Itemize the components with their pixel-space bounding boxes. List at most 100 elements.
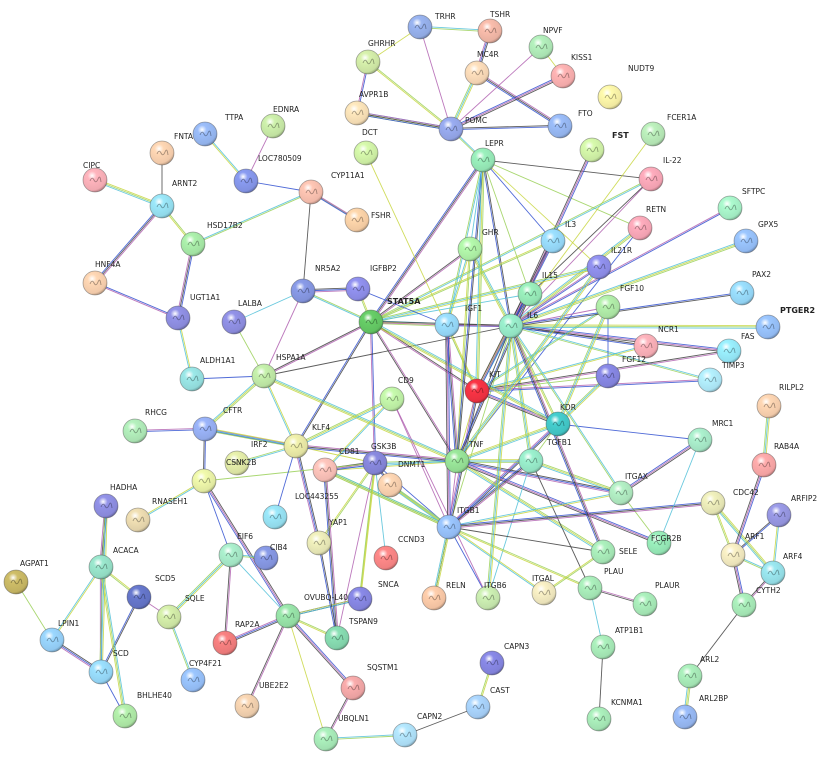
node-sphere[interactable] bbox=[577, 575, 603, 601]
node-sphere[interactable] bbox=[290, 278, 316, 304]
node-sphere[interactable] bbox=[191, 468, 217, 494]
node-cdc42[interactable]: CDC42 bbox=[700, 488, 759, 516]
node-retn[interactable]: RETN bbox=[627, 205, 666, 241]
node-fgf10[interactable]: FGF10 bbox=[595, 284, 644, 320]
node-sphere[interactable] bbox=[766, 502, 792, 528]
node-sphere[interactable] bbox=[717, 195, 743, 221]
node-sphere[interactable] bbox=[531, 580, 557, 606]
node-ube2e2[interactable]: UBE2E2 bbox=[234, 681, 289, 719]
node-lpin1[interactable]: LPIN1 bbox=[39, 619, 80, 653]
node-sphere[interactable] bbox=[687, 427, 713, 453]
node-sphere[interactable] bbox=[275, 603, 301, 629]
node-sphere[interactable] bbox=[498, 313, 524, 339]
node-sphere[interactable] bbox=[149, 140, 175, 166]
node-sphere[interactable] bbox=[82, 167, 108, 193]
node-cipc[interactable]: CIPC bbox=[82, 161, 108, 193]
node-acaca[interactable]: ACACA bbox=[88, 546, 139, 580]
node-sphere[interactable] bbox=[262, 504, 288, 530]
node-yap1[interactable]: YAP1 bbox=[306, 518, 348, 556]
node-loc443255[interactable]: LOC443255 bbox=[262, 492, 339, 530]
node-plaur[interactable]: PLAUR bbox=[632, 581, 680, 617]
node-plau[interactable]: PLAU bbox=[577, 567, 624, 601]
node-sphere[interactable] bbox=[755, 314, 781, 340]
node-lalba[interactable]: LALBA bbox=[221, 299, 263, 335]
node-snca[interactable]: SNCA bbox=[347, 580, 400, 612]
node-arf1[interactable]: ARF1 bbox=[720, 532, 765, 568]
node-sphere[interactable] bbox=[298, 179, 324, 205]
node-sphere[interactable] bbox=[251, 363, 277, 389]
node-sphere[interactable] bbox=[212, 630, 238, 656]
node-hnf4a[interactable]: HNF4A bbox=[82, 260, 121, 296]
node-cyp4f21[interactable]: CYP4F21 bbox=[180, 659, 222, 693]
node-sphere[interactable] bbox=[517, 281, 543, 307]
node-il3[interactable]: IL3 bbox=[540, 220, 576, 254]
node-sphere[interactable] bbox=[697, 367, 723, 393]
node-hadha[interactable]: HADHA bbox=[93, 483, 138, 519]
node-sphere[interactable] bbox=[464, 60, 490, 86]
node-sphere[interactable] bbox=[465, 694, 491, 720]
node-fshr[interactable]: FSHR bbox=[344, 207, 391, 233]
node-sphere[interactable] bbox=[355, 49, 381, 75]
node-sphere[interactable] bbox=[444, 448, 470, 474]
node-sphere[interactable] bbox=[39, 627, 65, 653]
node-il15[interactable]: IL15 bbox=[517, 271, 558, 307]
node-sphere[interactable] bbox=[179, 366, 205, 392]
node-sphere[interactable] bbox=[306, 530, 332, 556]
node-stat5a[interactable]: STAT5A bbox=[358, 297, 421, 335]
node-ednra[interactable]: EDNRA bbox=[260, 105, 300, 139]
node-sqle[interactable]: SQLE bbox=[156, 594, 205, 630]
node-tnf[interactable]: TNF bbox=[444, 440, 484, 474]
node-sphere[interactable] bbox=[733, 228, 759, 254]
node-cib4[interactable]: CIB4 bbox=[253, 543, 288, 571]
node-sphere[interactable] bbox=[751, 452, 777, 478]
node-sphere[interactable] bbox=[260, 113, 286, 139]
node-sphere[interactable] bbox=[632, 591, 658, 617]
node-sphere[interactable] bbox=[640, 121, 666, 147]
node-kit[interactable]: KIT bbox=[464, 370, 501, 404]
node-ghrhr[interactable]: GHRHR bbox=[355, 39, 396, 75]
node-igf1[interactable]: IGF1 bbox=[434, 304, 482, 338]
node-tspan9[interactable]: TSPAN9 bbox=[324, 617, 378, 651]
node-arl2[interactable]: ARL2 bbox=[677, 655, 720, 689]
node-sphere[interactable] bbox=[638, 166, 664, 192]
node-sphere[interactable] bbox=[125, 507, 151, 533]
node-arf4[interactable]: ARF4 bbox=[760, 552, 803, 586]
node-irf2[interactable]: IRF2 bbox=[224, 440, 268, 476]
node-mrc1[interactable]: MRC1 bbox=[687, 419, 734, 453]
node-sphere[interactable] bbox=[672, 704, 698, 730]
node-igfbp2[interactable]: IGFBP2 bbox=[345, 264, 397, 302]
node-lepr[interactable]: LEPR bbox=[470, 139, 504, 173]
node-il6[interactable]: IL6 bbox=[498, 311, 538, 339]
node-rilpl2[interactable]: RILPL2 bbox=[756, 383, 804, 419]
node-fas[interactable]: FAS bbox=[716, 332, 755, 364]
node-sphere[interactable] bbox=[340, 675, 366, 701]
node-avpr1b[interactable]: AVPR1B bbox=[344, 90, 388, 126]
node-dnmt1[interactable]: DNMT1 bbox=[377, 460, 425, 498]
node-ovubq-l40[interactable]: OVUBQ-L40 bbox=[275, 593, 348, 629]
node-agpat1[interactable]: AGPAT1 bbox=[3, 559, 49, 595]
node-sphere[interactable] bbox=[518, 448, 544, 474]
node-nudt9[interactable]: NUDT9 bbox=[597, 64, 654, 110]
node-eif6[interactable]: EIF6 bbox=[218, 532, 253, 568]
node-sphere[interactable] bbox=[149, 193, 175, 219]
node-sphere[interactable] bbox=[392, 722, 418, 748]
node-sphere[interactable] bbox=[344, 100, 370, 126]
node-kiss1[interactable]: KISS1 bbox=[550, 53, 593, 89]
node-capn2[interactable]: CAPN2 bbox=[392, 712, 443, 748]
node-sphere[interactable] bbox=[464, 378, 490, 404]
node-trhr[interactable]: TRHR bbox=[407, 12, 456, 40]
node-sphere[interactable] bbox=[362, 450, 388, 476]
node-hsd17b2[interactable]: HSD17B2 bbox=[180, 221, 243, 257]
node-itgax[interactable]: ITGAX bbox=[608, 472, 648, 506]
node-klf4[interactable]: KLF4 bbox=[283, 423, 330, 459]
node-arl2bp[interactable]: ARL2BP bbox=[672, 694, 728, 730]
node-sphere[interactable] bbox=[192, 416, 218, 442]
node-sphere[interactable] bbox=[436, 514, 462, 540]
node-csnk2b[interactable]: CSNK2B bbox=[191, 458, 256, 494]
node-sphere[interactable] bbox=[528, 34, 554, 60]
node-sphere[interactable] bbox=[434, 312, 460, 338]
node-sphere[interactable] bbox=[586, 254, 612, 280]
node-nr5a2[interactable]: NR5A2 bbox=[290, 264, 341, 304]
node-sphere[interactable] bbox=[283, 433, 309, 459]
node-sphere[interactable] bbox=[407, 14, 433, 40]
